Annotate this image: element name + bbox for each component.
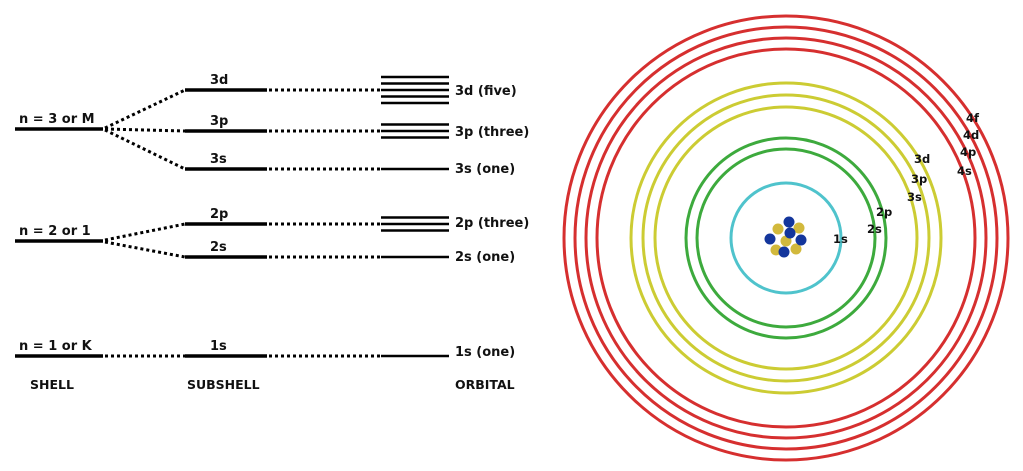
subshell-label-2p: 2p <box>210 207 228 222</box>
connector-3-3p <box>104 127 186 133</box>
shell-connectors <box>104 88 186 358</box>
proton <box>772 223 784 235</box>
subshell-label-1s: 1s <box>210 339 227 354</box>
subshell-label-3s: 3s <box>210 152 227 167</box>
subshell-connectors <box>269 88 381 358</box>
subshell-label-2s: 2s <box>210 240 227 255</box>
orbital-stacks <box>381 75 449 358</box>
ring-label-3d: 3d <box>914 152 930 166</box>
subshell-label-3p: 3p <box>210 114 228 129</box>
ring-label-2s: 2s <box>867 222 882 236</box>
header-orbital: ORBITAL <box>455 377 515 392</box>
ring-label-3p: 3p <box>911 172 927 186</box>
ring-3s <box>653 105 919 371</box>
ring-1s <box>729 181 843 295</box>
subshell-lines <box>185 88 267 358</box>
atom-rings-diagram <box>562 14 1010 462</box>
subshell-label-3d: 3d <box>210 73 228 88</box>
ring-label-3s: 3s <box>907 190 922 204</box>
connector-2-2s <box>104 240 186 259</box>
proton <box>790 243 802 255</box>
ring-4s <box>595 47 977 429</box>
orbital-label-2p: 2p (three) <box>455 216 529 231</box>
connector-3-3s <box>104 128 186 171</box>
ring-label-2p: 2p <box>876 205 892 219</box>
shell-label-3: n = 3 or M <box>19 112 95 127</box>
ring-label-4s: 4s <box>957 164 972 178</box>
ring-4d <box>573 25 999 451</box>
ring-4f <box>562 14 1010 462</box>
connector-3-3d <box>104 88 186 130</box>
nucleus <box>764 216 807 258</box>
neutron <box>795 234 807 246</box>
orbital-label-3s: 3s (one) <box>455 162 515 177</box>
energy-level-diagram: n = 3 or M n = 2 or 1 n = 1 or K 3d 3p 3… <box>15 73 529 392</box>
neutron <box>764 233 776 245</box>
ring-label-4p: 4p <box>960 145 976 159</box>
neutron <box>783 216 795 228</box>
ring-3d <box>629 81 943 395</box>
ring-label-4d: 4d <box>963 128 979 142</box>
neutron <box>784 227 796 239</box>
neutron <box>778 246 790 258</box>
orbital-label-2s: 2s (one) <box>455 250 515 265</box>
orbital-label-1s: 1s (one) <box>455 345 515 360</box>
orbital-label-3p: 3p (three) <box>455 125 529 140</box>
ring-label-1s: 1s <box>833 232 848 246</box>
connector-2-2p <box>104 222 186 242</box>
shell-label-2: n = 2 or 1 <box>19 224 91 239</box>
orbital-label-3d: 3d (five) <box>455 84 517 99</box>
ring-4p <box>584 36 988 440</box>
header-subshell: SUBSHELL <box>187 377 260 392</box>
ring-label-4f: 4f <box>966 111 980 125</box>
proton <box>793 222 805 234</box>
shell-label-1: n = 1 or K <box>19 339 93 354</box>
ring-3p <box>641 93 931 383</box>
header-shell: SHELL <box>30 377 74 392</box>
ring-2s <box>695 147 877 329</box>
ring-2p <box>684 136 888 340</box>
